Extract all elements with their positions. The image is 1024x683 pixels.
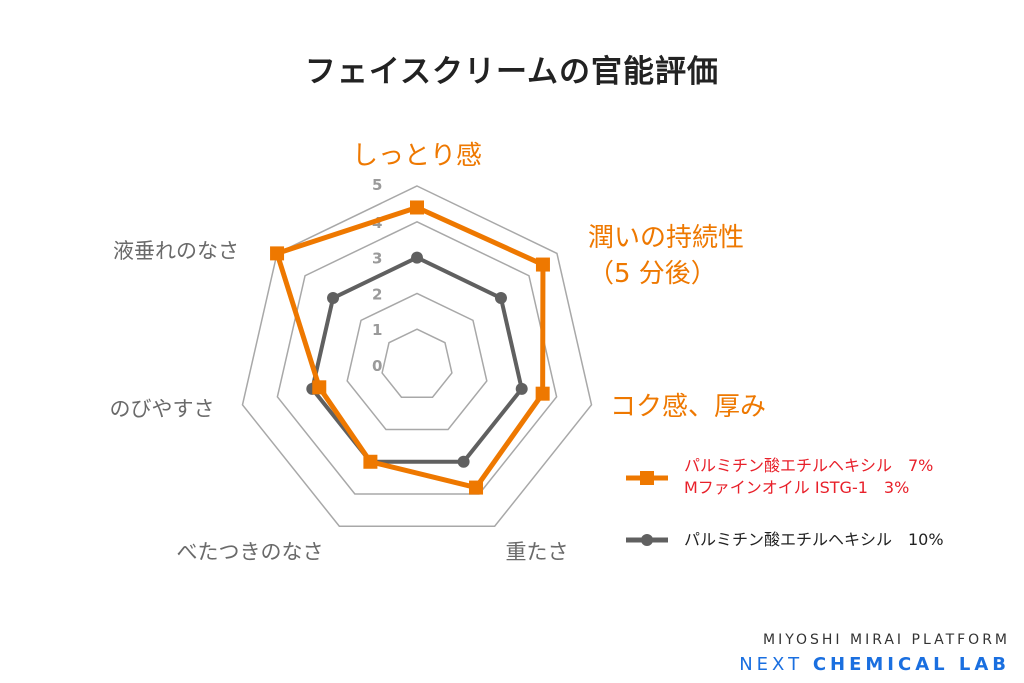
legend-marker [641, 534, 653, 546]
axis-label: コク感、厚み [610, 392, 766, 422]
grid-ring [276, 220, 558, 495]
legend-entry-2: パルミチン酸エチルヘキシル 10% [684, 529, 944, 551]
data-point [535, 386, 550, 401]
grid-ring [346, 292, 488, 431]
data-point [515, 382, 528, 395]
axis-label: のびやすさ [110, 397, 215, 421]
tick-label: 3 [372, 250, 382, 268]
axis-label: しっとり感 [352, 141, 482, 171]
brand-lab: NEXT CHEMICAL LAB [739, 654, 1010, 675]
data-point [411, 251, 423, 264]
legend-entry-1: パルミチン酸エチルヘキシル 7% Mファインオイル ISTG-1 3% [684, 455, 933, 499]
legend-label: パルミチン酸エチルヘキシル 7% [684, 456, 934, 475]
tick-label: 1 [372, 321, 382, 339]
axis-label: 重たさ [506, 540, 569, 564]
grid-ring [241, 185, 593, 528]
legend-marker [640, 471, 654, 485]
data-point [535, 257, 550, 272]
axis-label: （5 分後） [588, 259, 717, 289]
series-line [310, 255, 524, 464]
data-point [410, 200, 424, 215]
axis-label: 潤いの持続性 [588, 223, 744, 253]
data-point [457, 455, 470, 468]
chart-title: フェイスクリームの官能評価 [304, 54, 720, 90]
brand-platform: MIYOSHI MIRAI PLATFORM [762, 632, 1010, 648]
data-point [327, 292, 340, 305]
data-point [270, 246, 285, 261]
axis-label: 液垂れのなさ [113, 239, 239, 263]
legend-label: Mファインオイル ISTG-1 3% [684, 478, 910, 497]
tick-label: 2 [372, 285, 382, 303]
grid-ring [381, 328, 453, 399]
data-point [363, 454, 378, 469]
axis-label: べたつきのなさ [177, 540, 324, 564]
brand-next: NEXT [739, 654, 804, 675]
data-point [494, 292, 507, 305]
data-point [469, 480, 484, 495]
legend-label: パルミチン酸エチルヘキシル 10% [684, 530, 944, 549]
data-point [312, 380, 327, 395]
series-line [274, 204, 546, 491]
tick-label: 0 [372, 357, 382, 375]
brand-chemical-lab: CHEMICAL LAB [812, 654, 1010, 675]
tick-label: 5 [372, 176, 382, 194]
